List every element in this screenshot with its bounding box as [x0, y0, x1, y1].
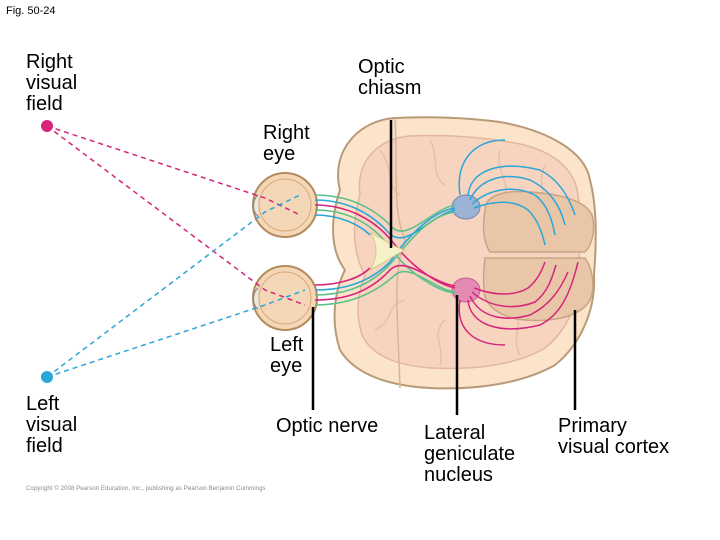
- lateral-geniculate-nucleus-label: Lateral geniculate nucleus: [424, 422, 516, 486]
- figure-label: Fig. 50-24: [6, 5, 56, 17]
- optic-nerve-label: Optic nerve: [276, 415, 379, 437]
- primary-visual-cortex-label: Primary visual cortex: [558, 415, 670, 458]
- left-visual-field-label: Left visual field: [26, 393, 78, 457]
- brain-midline: [394, 117, 406, 389]
- copyright-notice: Copyright © 2008 Pearson Education, Inc.…: [26, 486, 266, 492]
- optic-radiation-upper: [458, 139, 576, 246]
- left-eyeball: [252, 265, 318, 331]
- optic-chiasm-label: Optic chiasm: [358, 56, 422, 99]
- cortex-lower: [482, 257, 594, 322]
- lgn-right: [451, 194, 481, 220]
- right-visual-field-label: Right visual field: [26, 51, 78, 115]
- right-eye-label: Right eye: [263, 122, 310, 165]
- left-eye-label: Left eye: [270, 334, 304, 377]
- light-rays: [46, 125, 306, 378]
- leader-lines: [311, 120, 577, 415]
- optic-chiasm-shape: [369, 231, 407, 271]
- optic-radiation-lower: [458, 261, 579, 346]
- right-eyeball: [252, 172, 318, 238]
- cortex-upper: [482, 190, 595, 253]
